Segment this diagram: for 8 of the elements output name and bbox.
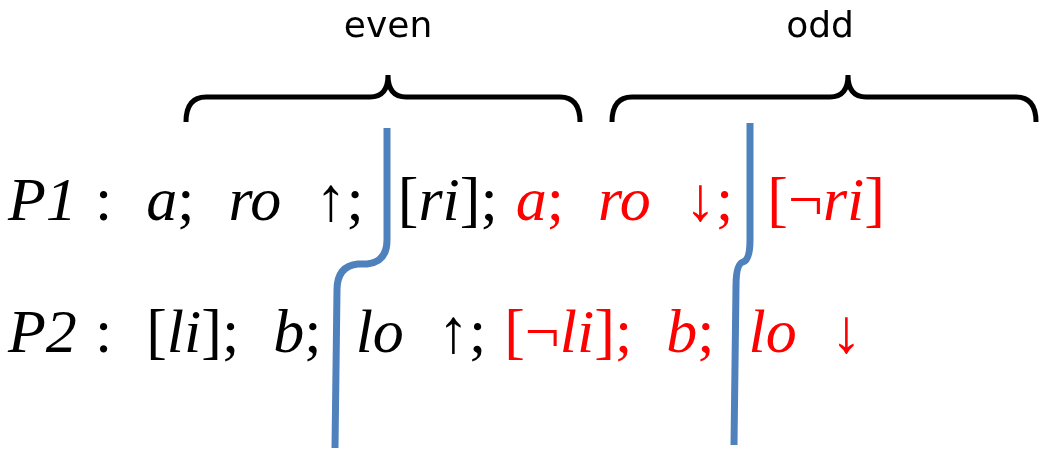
- brace-label: odd: [786, 4, 854, 45]
- formula-text: P1: [8, 168, 77, 230]
- formula-text: : a; ro ↑; [ri];: [94, 168, 498, 230]
- formula-text: : [li]; b; lo ↑;: [94, 300, 487, 362]
- formula-text: P2: [8, 300, 77, 362]
- formula-text: [¬li]; b; lo ↓: [504, 300, 862, 362]
- brace-label: even: [343, 4, 433, 45]
- formula-text: a; ro ↓; [¬ri]: [515, 168, 885, 230]
